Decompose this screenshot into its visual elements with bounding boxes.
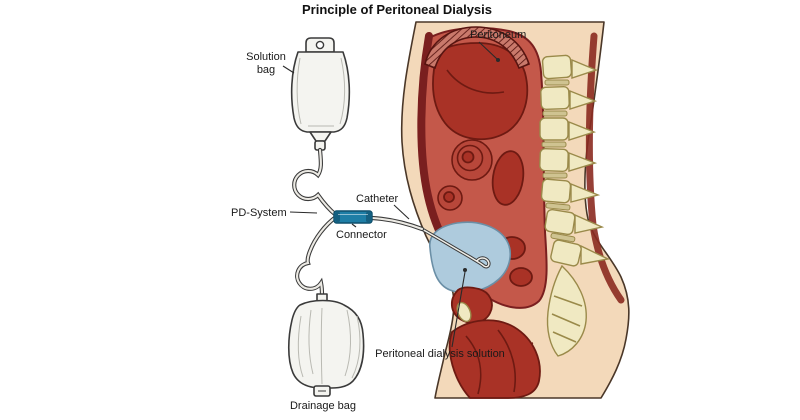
connector-cap-left: [335, 212, 340, 222]
bag-wrinkle: [351, 315, 361, 379]
drainage-bag-body: [287, 299, 365, 389]
solution-bag-leader: [282, 65, 295, 74]
connector-cap-right: [366, 212, 371, 222]
intervertebral-disc: [542, 110, 568, 117]
spinous-process: [569, 89, 598, 110]
spinous-process: [580, 244, 611, 265]
bag-wrinkle: [339, 57, 346, 125]
solution-bag: [290, 37, 351, 151]
peritoneum-membrane: [424, 26, 530, 70]
catheter-leader: [393, 204, 410, 220]
peritoneum-leader-dot: [496, 58, 500, 62]
drainage-bag-label: Drainage bag: [290, 400, 356, 412]
connector: [333, 210, 373, 224]
dialysis-solution-leader-dot: [463, 268, 467, 272]
dialysis-solution-leader: [451, 271, 466, 348]
diagram-title: Principle of Peritoneal Dialysis: [302, 2, 492, 17]
tube-drainage-outline: [295, 214, 339, 298]
spinous-process: [570, 182, 601, 203]
vertebra: [544, 208, 576, 236]
intervertebral-disc: [541, 141, 567, 148]
bag-wrinkle: [297, 315, 304, 378]
bag-wrinkle: [344, 309, 352, 377]
sacrum-segment-line: [551, 313, 581, 327]
connector-label: Connector: [336, 229, 387, 241]
vertebra: [539, 147, 569, 173]
solution-bag-label-line2: bag: [257, 64, 275, 76]
pd-system-label: PD-System: [231, 207, 287, 219]
solution-bag-label-line1: Solution: [246, 51, 286, 63]
peritoneum-leader: [478, 41, 498, 60]
sacrum-segment-line: [552, 331, 577, 343]
solution-bag-hanger-hole: [315, 40, 325, 50]
thigh-muscle-line-1: [465, 335, 482, 395]
intestine-coil-center: [461, 150, 475, 164]
pd-system-leader: [289, 211, 318, 214]
intervertebral-disc: [550, 232, 576, 243]
dialysis-solution-label: Peritoneal dialysis solution: [375, 348, 505, 360]
back-muscle-band: [585, 32, 625, 304]
drainage-bag: [287, 293, 365, 397]
liver-detail-line: [446, 69, 505, 94]
intervertebral-disc: [545, 202, 571, 211]
intestine-coil-small-center: [443, 191, 455, 203]
catheter-label: Catheter: [356, 193, 399, 205]
solution-bag-neck: [309, 131, 332, 142]
catheter-internal: [419, 227, 490, 268]
leader-lines: [282, 41, 500, 348]
spinous-process: [568, 151, 598, 172]
bowel-mass: [491, 150, 525, 206]
intervertebral-disc: [542, 172, 568, 179]
peritoneum-label: Peritoneum: [470, 29, 526, 41]
vertebra: [541, 54, 573, 80]
connector-leader: [351, 223, 357, 228]
spinous-process: [571, 58, 598, 79]
bag-wrinkle: [308, 309, 314, 375]
thigh-muscle-line-2: [497, 329, 517, 393]
tube-solution-outline: [292, 147, 339, 218]
colon-section-2: [509, 267, 533, 287]
tube-drainage: [296, 215, 338, 297]
vertebra: [539, 117, 569, 141]
intervertebral-disc: [544, 79, 570, 86]
bag-wrinkle: [296, 57, 302, 125]
tube-solution: [293, 148, 338, 217]
pd-system: [287, 37, 425, 397]
vertebra: [550, 239, 582, 267]
thigh-muscle: [448, 319, 541, 399]
spine: [539, 54, 611, 357]
spinous-process: [568, 120, 597, 141]
sacrum-segment-line: [553, 295, 583, 307]
vertebra: [540, 178, 572, 204]
spinous-process: [574, 213, 605, 234]
vertebra: [540, 85, 570, 111]
solution-bag-body: [290, 51, 351, 133]
catheter-external: [370, 216, 424, 231]
bag-wrinkle: [320, 307, 323, 385]
torso-cross-section: [400, 21, 630, 399]
